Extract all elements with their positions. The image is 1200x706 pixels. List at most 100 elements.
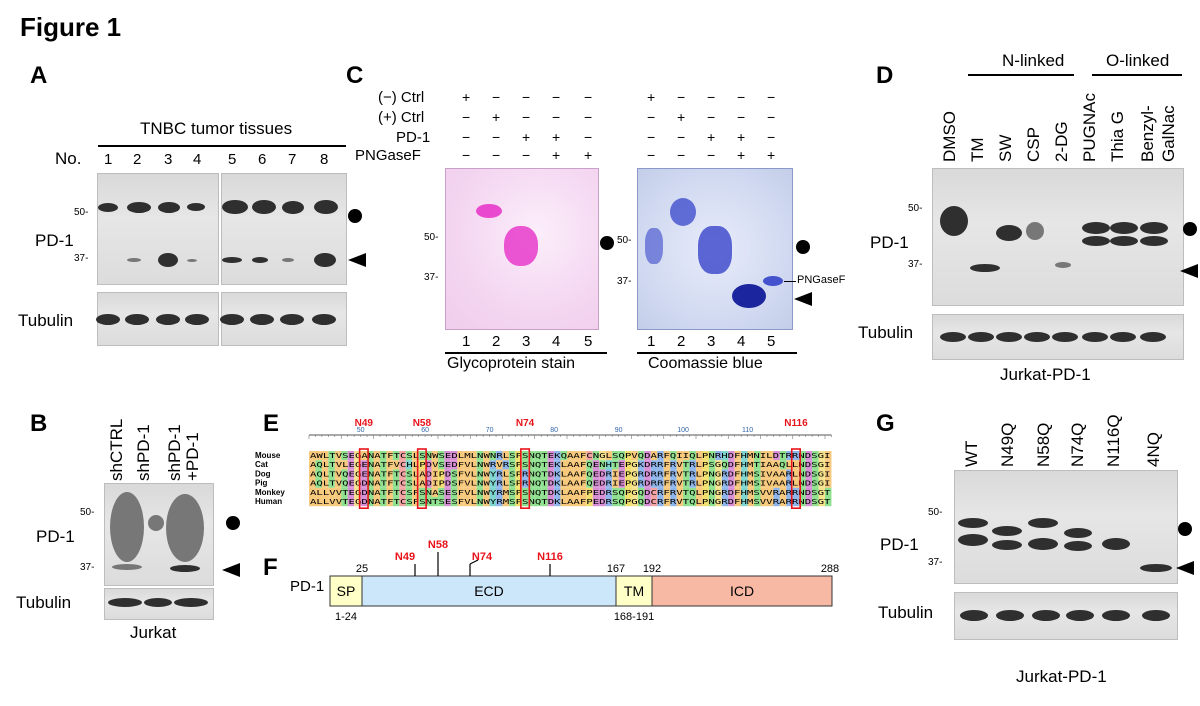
panel-e-residue-cell: [560, 478, 567, 488]
panel-e-residue-cell: [502, 451, 509, 461]
panel-a-lane-number: 1: [104, 151, 113, 168]
panel-c-left-dot: [600, 236, 614, 250]
panel-c-right-arrow: [794, 292, 812, 306]
panel-e-residue-cell: [715, 487, 722, 497]
panel-e-residue-cell: [696, 487, 703, 497]
panel-e-residue-cell: [450, 469, 458, 479]
panel-e-residue-cell: [670, 469, 677, 479]
panel-c-blue-band-lane1: [645, 228, 663, 264]
panel-b-pd1-nonglyco-rescue: [170, 565, 200, 572]
panel-e-residue-cell: [696, 497, 703, 507]
panel-e-residue-cell: [354, 469, 361, 479]
panel-e-residue-cell: [450, 451, 458, 461]
panel-e-residue-cell: [399, 469, 406, 479]
panel-b-lane-plus-pd1: +PD-1: [183, 432, 202, 481]
panel-e-residue-cell: [657, 487, 664, 497]
panel-e-residue-cell: [502, 487, 509, 497]
panel-c-pngase-label: PNGaseF: [797, 274, 846, 286]
panel-e-residue-cell: [708, 451, 716, 461]
panel-e-residue-cell: [689, 487, 696, 497]
panel-c-right-mw-37: 37-: [617, 276, 632, 287]
panel-e-residue-cell: [418, 487, 426, 497]
panel-e-residue-cell: [683, 451, 690, 461]
panel-e-residue-cell: [734, 478, 742, 488]
panel-e-residue-cell: [560, 497, 567, 507]
panel-e-residue-cell: [476, 460, 484, 470]
panel-e-residue-cell: [502, 460, 509, 470]
panel-e-residue-cell: [612, 487, 619, 497]
panel-e-residue-cell: [760, 497, 767, 507]
panel-e-residue-cell: [567, 497, 574, 507]
panel-e-residue-cell: [599, 451, 606, 461]
panel-e-residue-cell: [399, 460, 406, 470]
panel-e-residue-cell: [360, 478, 368, 488]
panel-e-residue-cell: [483, 451, 490, 461]
panel-e-residue-cell: [599, 478, 606, 488]
panel-f-domain-icd: [651, 575, 833, 607]
panel-e-residue-cell: [586, 469, 593, 479]
panel-d-tubulin-band: [1082, 332, 1108, 342]
panel-e-residue-cell: [334, 460, 342, 470]
panel-e-residue-cell: [418, 469, 426, 479]
panel-a-tubulin-band: [156, 314, 180, 325]
panel-e-residue-cell: [631, 497, 638, 507]
panel-a-tubulin-band: [220, 314, 244, 325]
panel-a-tubulin-band: [125, 314, 149, 325]
panel-g-tubulin-band: [1066, 610, 1094, 621]
panel-e-residue-cell: [515, 469, 522, 479]
panel-e-residue-cell: [450, 497, 458, 507]
panel-e-residue-cell: [612, 451, 619, 461]
panel-e-residue-cell: [489, 451, 497, 461]
panel-e-residue-cell: [754, 451, 761, 461]
panel-e-residue-cell: [534, 487, 542, 497]
panel-e-residue-cell: [508, 469, 516, 479]
panel-e-residue-cell: [412, 469, 419, 479]
panel-e-residue-cell: [650, 451, 658, 461]
panel-e-residue-cell: [405, 478, 413, 488]
panel-a-pd1-nonglyco-band: [187, 258, 197, 262]
panel-e-residue-cell: [360, 497, 368, 507]
panel-e-residue-cell: [812, 469, 819, 479]
panel-a-pd1-nonglyco-band: [314, 253, 336, 267]
panel-e-residue-cell: [534, 451, 542, 461]
panel-e-residue-cell: [599, 469, 606, 479]
panel-c-sign-right: +: [767, 147, 776, 163]
panel-e-species-label: Monkey: [255, 488, 285, 497]
panel-e-residue-cell: [579, 487, 587, 497]
panel-b-tubulin-band: [108, 598, 142, 607]
panel-e-residue-cell: [534, 469, 542, 479]
panel-e-residue-cell: [521, 469, 529, 479]
panel-e-site-label: N58: [413, 418, 432, 429]
panel-c-sign-left: −: [552, 109, 561, 125]
panel-a-tubulin-band: [185, 314, 209, 325]
panel-a-nonglyco-arrow: [348, 253, 366, 267]
panel-e-residue-cell: [792, 460, 800, 470]
panel-e-residue-cell: [392, 469, 400, 479]
panel-e-residue-cell: [754, 460, 761, 470]
panel-e-residue-cell: [431, 487, 438, 497]
panel-e-residue-cell: [334, 469, 342, 479]
panel-a-pd1-nonglyco-band: [252, 257, 268, 263]
panel-a-tubulin-label: Tubulin: [18, 311, 74, 330]
panel-c-blue-band-lane4: [732, 284, 766, 308]
panel-e-residue-cell: [779, 460, 787, 470]
panel-c-sign-right: −: [707, 147, 716, 163]
panel-e-residue-cell: [683, 469, 690, 479]
panel-e-sequence-row: ALLVVTEGDNATFTCSFSNTSESFVLNWYRMSPSNQTDKL…: [310, 498, 832, 506]
panel-e-residue-cell: [579, 497, 587, 507]
panel-e-residue-cell: [321, 460, 329, 470]
panel-f-domain-ecd: [361, 575, 617, 607]
panel-e-residue-cell: [663, 469, 671, 479]
panel-e-residue-cell: [457, 487, 464, 497]
panel-a-header: TNBC tumor tissues: [140, 119, 293, 138]
panel-a-pd1-nonglyco-band: [127, 258, 141, 262]
panel-e-residue-cell: [747, 451, 755, 461]
panel-e-residue-cell: [786, 478, 793, 488]
panel-b-tubulin-label: Tubulin: [16, 593, 72, 612]
panel-e-residue-cell: [721, 469, 729, 479]
panel-e-residue-cell: [438, 497, 445, 507]
panel-g-pd1-blot: [954, 470, 1178, 584]
panel-f-position-bottom: 168-191: [614, 611, 654, 623]
panel-e-residue-cell: [347, 478, 355, 488]
panel-e-residue-cell: [715, 451, 722, 461]
